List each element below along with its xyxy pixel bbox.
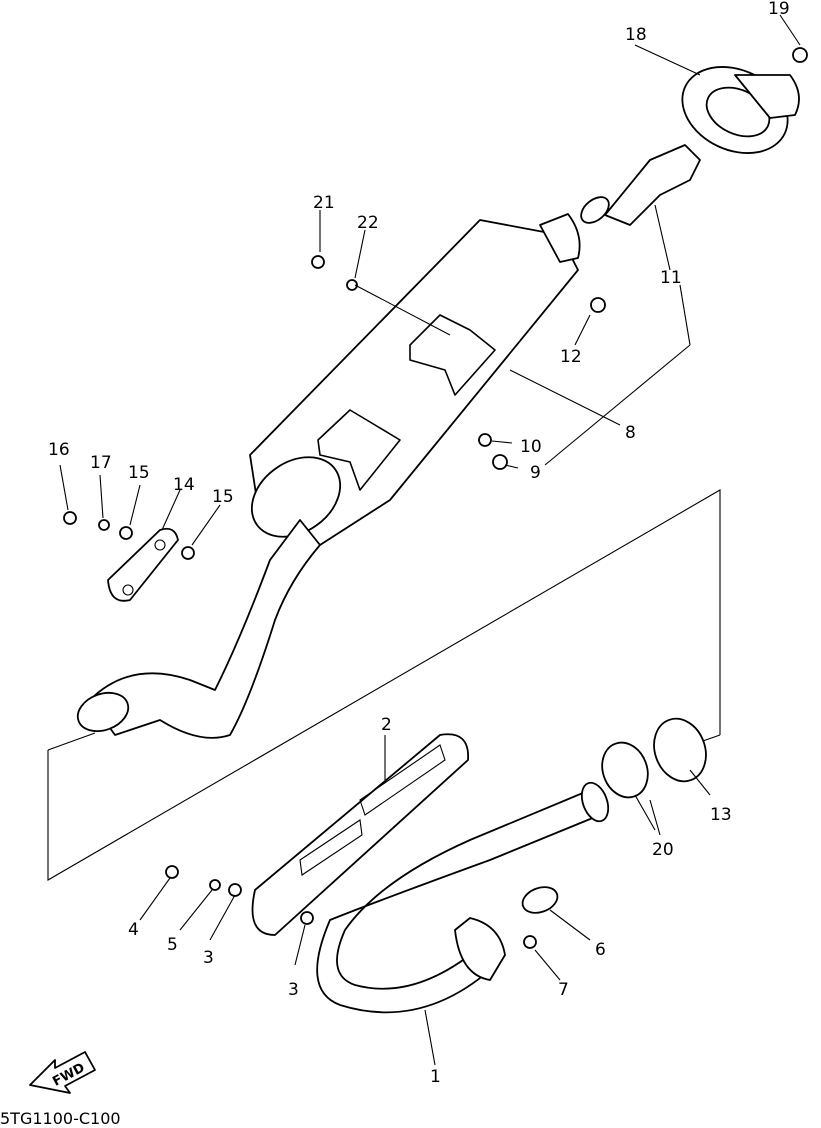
callout-3a: 3: [203, 948, 214, 968]
spark-arrestor: [580, 144, 701, 226]
callout-6: 6: [595, 940, 606, 960]
callout-18: 18: [625, 25, 647, 45]
callout-7: 7: [558, 980, 569, 1000]
diagram-code: 5TG1100-C100: [0, 1109, 121, 1128]
gaskets-and-clamps: [454, 717, 707, 981]
exhaust-pipe: [316, 781, 610, 1014]
callout-8: 8: [625, 423, 636, 443]
leader-lines: [59, 14, 801, 1066]
pipe-guard: [251, 733, 469, 936]
bolts-and-washers: [63, 47, 808, 949]
muffler: [249, 213, 581, 546]
callout-21: 21: [313, 193, 335, 213]
callout-22: 22: [357, 213, 379, 233]
callout-16: 16: [48, 440, 70, 460]
callout-12: 12: [560, 347, 582, 367]
callout-5: 5: [167, 935, 178, 955]
callout-20: 20: [652, 840, 674, 860]
callout-labels: 1 2 3 3 4 5 6 7 8 9 10 11 12 13 14 15 15…: [48, 0, 790, 1087]
callout-15a: 15: [128, 463, 150, 483]
callout-9: 9: [530, 463, 541, 483]
callout-17: 17: [90, 453, 112, 473]
callout-14: 14: [173, 475, 195, 495]
muffler-bracket: [107, 527, 179, 602]
callout-1: 1: [430, 1067, 441, 1087]
callout-15b: 15: [212, 487, 234, 507]
callout-13: 13: [710, 805, 732, 825]
connector-pipe: [76, 519, 321, 739]
fwd-arrow: FWD: [29, 1051, 96, 1094]
callout-11: 11: [660, 268, 682, 288]
rear-tail-cap: [681, 66, 800, 154]
callout-3b: 3: [288, 980, 299, 1000]
callout-10: 10: [520, 437, 542, 457]
callout-19: 19: [768, 0, 790, 19]
callout-2: 2: [381, 715, 392, 735]
callout-4: 4: [128, 920, 139, 940]
